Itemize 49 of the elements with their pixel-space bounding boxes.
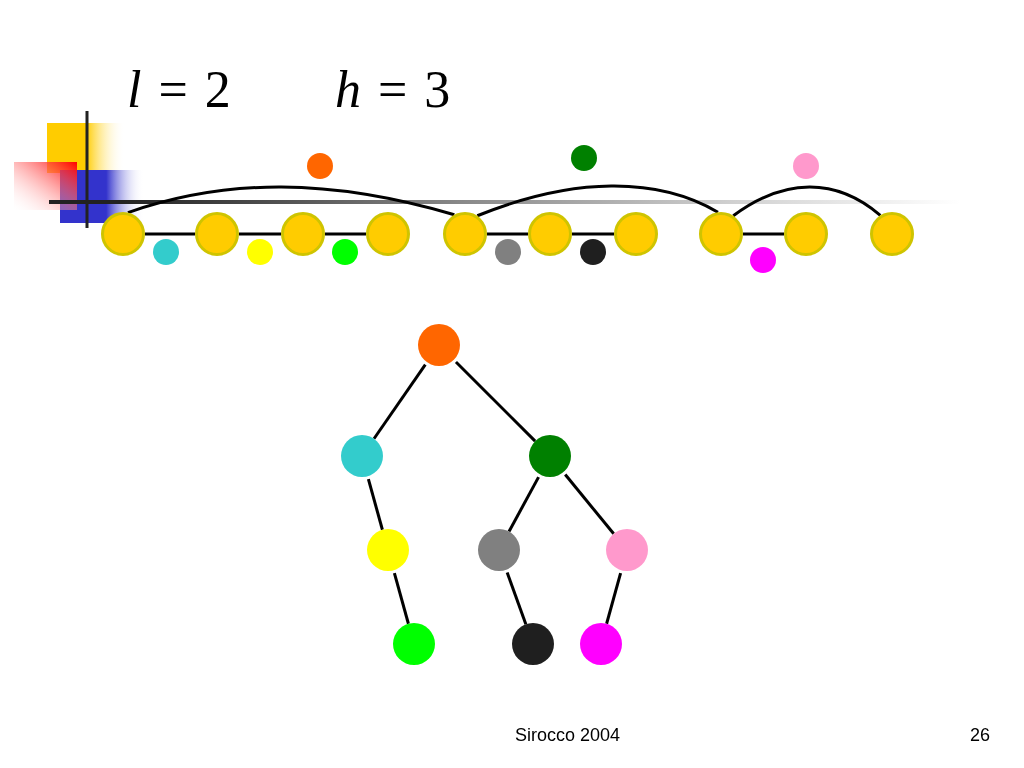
marker-dot [247,239,273,265]
math-equation: h = 3 [335,64,451,116]
chain-node [443,212,487,256]
marker-dot [332,239,358,265]
chain-node [281,212,325,256]
connector-line [366,478,384,531]
marker-dot [495,239,521,265]
chain-node [784,212,828,256]
arc-connector [127,185,455,217]
tree-node [341,435,383,477]
chain-node [614,212,658,256]
connector-line [372,363,427,440]
connector-line [239,232,281,236]
connector-line [743,232,784,236]
tree-node [606,529,648,571]
tree-node [393,623,435,665]
tree-node [512,623,554,665]
page-number: 26 [969,726,990,744]
math-equation: l = 2 [127,64,231,116]
tree-node [418,324,460,366]
chain-node [870,212,914,256]
connector-line [507,476,540,533]
tree-node [529,435,571,477]
marker-dot [153,239,179,265]
chain-node [699,212,743,256]
connector-line [325,232,366,236]
chain-node [101,212,145,256]
chain-node [366,212,410,256]
chain-node [528,212,572,256]
arc-connector [476,184,719,218]
connector-line [487,232,528,236]
tree-node [478,529,520,571]
connector-line [454,360,537,443]
footer-text: Sirocco 2004 [515,726,621,744]
connector-line [392,572,410,625]
connector-line [145,232,195,236]
connector-line [505,572,528,625]
connector-line [605,572,623,625]
marker-dot [307,153,333,179]
marker-dot [571,145,597,171]
marker-dot [793,153,819,179]
connector-line [572,232,614,236]
marker-dot [580,239,606,265]
tree-node [367,529,409,571]
connector-line [564,473,615,535]
tree-node [580,623,622,665]
marker-dot [750,247,776,273]
arc-connector [732,185,882,217]
chain-node [195,212,239,256]
